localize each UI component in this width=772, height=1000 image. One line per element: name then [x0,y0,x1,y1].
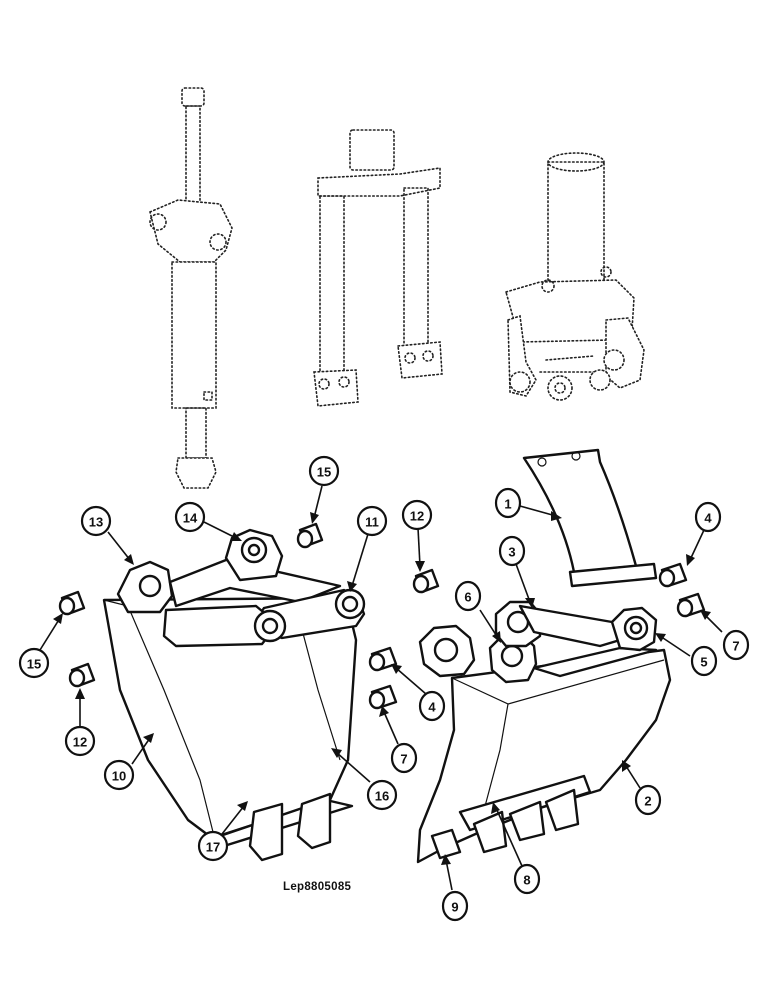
callout-11-label: 11 [365,515,379,530]
bushing-4-center [368,646,398,672]
callout-4-center-label: 4 [428,700,436,715]
quick-hitch-context [505,152,645,401]
wear-plate [522,448,658,588]
bushing-7-right [676,592,706,618]
callout-3: 3 [498,535,526,567]
callout-10: 10 [103,759,135,791]
callout-3-label: 3 [508,545,515,560]
callout-2-label: 2 [644,794,651,809]
callout-15-left: 15 [18,647,50,679]
callout-7-right-label: 7 [732,639,739,654]
callout-15-upper-label: 15 [317,465,331,480]
callout-16-label: 16 [375,789,389,804]
callout-13-label: 13 [89,515,103,530]
callout-5-label: 5 [700,655,707,670]
hydraulic-cylinder-context [149,87,233,489]
right-bucket [416,600,672,864]
callout-7-center-label: 7 [400,752,407,767]
callout-2: 2 [634,784,662,816]
callout-4-right-label: 4 [704,511,712,526]
bushing-15-left [58,590,86,616]
callout-13: 13 [80,505,112,537]
callout-12-center-label: 12 [410,509,424,524]
callout-8: 8 [513,863,541,895]
leader-lines [39,485,723,891]
callout-9: 9 [441,890,469,922]
callout-10-label: 10 [112,769,126,784]
drawing-reference: Lep8805085 [283,881,352,893]
callout-1: 1 [494,487,522,519]
callout-11: 11 [356,505,388,537]
callout-5: 5 [690,645,718,677]
callout-12-left: 12 [64,725,96,757]
dipper-arm-context [313,129,443,407]
bushing-15-upper [296,522,324,549]
callout-6-label: 6 [464,590,471,605]
bushing-12-center [412,568,440,594]
callout-17: 17 [197,830,229,862]
callout-4-center: 4 [418,690,446,722]
callout-14-label: 14 [183,511,198,526]
callout-15-upper: 15 [308,455,340,487]
bushing-4-right [658,562,688,588]
callout-7-right: 7 [722,629,750,661]
callout-6: 6 [454,580,482,612]
callout-8-label: 8 [523,873,530,888]
bushing-7-center [368,684,398,710]
callout-9-label: 9 [451,900,458,915]
callout-1-label: 1 [504,497,511,512]
callout-12-center: 12 [401,499,433,531]
callout-12-left-label: 12 [73,735,87,750]
callout-4-right: 4 [694,501,722,533]
bushing-12-left [68,662,96,688]
callout-17-label: 17 [206,840,220,855]
callout-7-center: 7 [390,742,418,774]
callout-15-left-label: 15 [27,657,41,672]
callout-16: 16 [366,779,398,811]
left-bucket [102,528,366,862]
callout-14: 14 [174,501,206,533]
